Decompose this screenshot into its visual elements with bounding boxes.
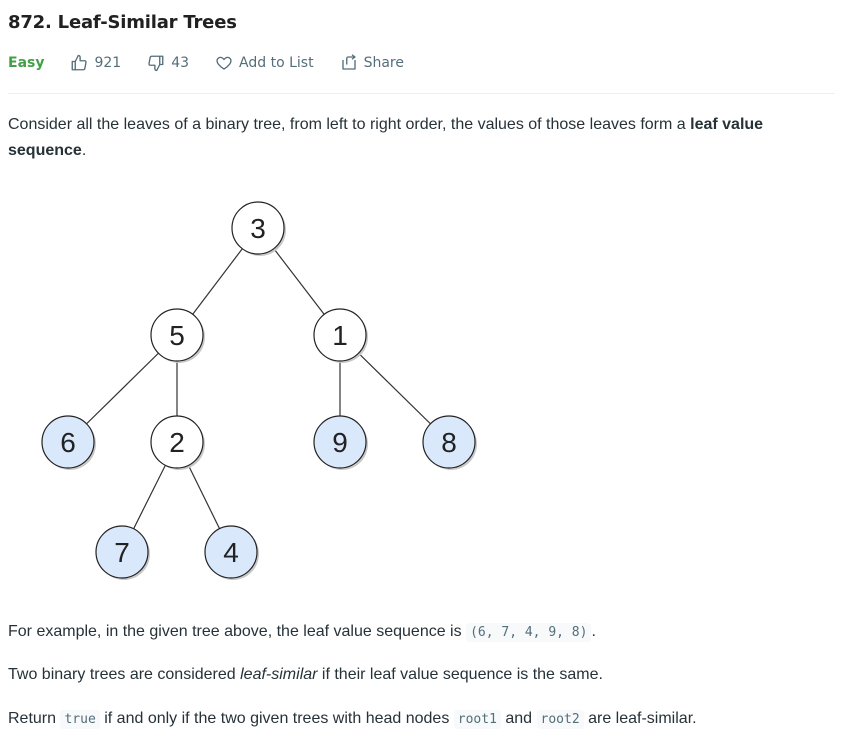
tree-node-label: 8 (441, 427, 457, 458)
return-code-true: true (60, 710, 100, 729)
tree-node-3: 3 (231, 201, 286, 256)
heart-icon (216, 56, 232, 70)
definition-term: leaf-similar (240, 666, 318, 683)
add-to-list-button[interactable]: Add to List (215, 54, 314, 72)
return-text-1: Return (8, 710, 61, 727)
return-code-root2: root2 (536, 710, 584, 729)
tree-node-label: 1 (332, 320, 348, 351)
tree-node-label: 6 (60, 427, 76, 458)
tree-node-circle (313, 308, 367, 362)
tree-node-label: 4 (223, 537, 239, 568)
tree-node-circle (41, 415, 95, 469)
share-button[interactable]: Share (340, 54, 404, 72)
tree-node-label: 7 (114, 537, 130, 568)
dislike-count: 43 (171, 55, 190, 71)
tree-node-7: 7 (95, 525, 150, 580)
problem-title: 872. Leaf-Similar Trees (8, 12, 237, 33)
return-text-4: are leaf-similar. (583, 710, 697, 727)
difficulty-badge: Easy (8, 55, 45, 71)
tree-node-circle (150, 415, 204, 469)
thumbs-down-icon (148, 55, 164, 72)
tree-node-label: 9 (332, 427, 348, 458)
tree-node-label: 3 (250, 213, 266, 244)
definition-paragraph: Two binary trees are considered leaf-sim… (8, 662, 838, 688)
thumbs-up-icon (72, 54, 88, 71)
tree-node-circle (313, 415, 367, 469)
definition-text-2: if their leaf value sequence is the same… (317, 666, 603, 683)
return-paragraph: Return true if and only if the two given… (8, 706, 838, 733)
intro-paragraph: Consider all the leaves of a binary tree… (8, 112, 838, 164)
tree-node-4: 4 (204, 525, 259, 580)
tree-node-circle (204, 525, 258, 579)
tree-node-6: 6 (41, 415, 96, 470)
tree-node-5: 5 (150, 308, 205, 363)
return-text-3: and (500, 710, 537, 727)
example-paragraph: For example, in the given tree above, th… (8, 619, 838, 646)
example-text: For example, in the given tree above, th… (8, 623, 467, 640)
tree-nodes: 3 5 1 6 2 9 8 7 4 (41, 201, 477, 580)
like-button[interactable]: 921 (70, 54, 121, 72)
binary-tree-diagram: 3 5 1 6 2 9 8 7 4 (41, 201, 477, 580)
tree-node-circle (231, 201, 285, 255)
tree-node-2: 2 (150, 415, 205, 470)
add-to-list-label: Add to List (239, 55, 314, 71)
tree-node-circle (150, 308, 204, 362)
example-end: . (591, 623, 596, 640)
share-label: Share (363, 55, 404, 71)
dislike-button[interactable]: 43 (147, 54, 189, 72)
like-count: 921 (94, 55, 122, 71)
tree-node-label: 2 (169, 427, 185, 458)
tree-node-1: 1 (313, 308, 368, 363)
tree-node-circle (422, 415, 476, 469)
return-code-root1: root1 (453, 710, 501, 729)
problem-meta-bar: Easy 921 43 Add to List Share (8, 52, 430, 74)
tree-edges (67, 227, 450, 553)
return-text-2: if and only if the two given trees with … (99, 710, 454, 727)
definition-text-1: Two binary trees are considered (8, 666, 241, 683)
share-icon (341, 54, 356, 70)
intro-end: . (81, 142, 87, 159)
intro-bold-term: leaf value sequence (8, 116, 764, 159)
intro-text: Consider all the leaves of a binary tree… (8, 116, 691, 133)
tree-node-label: 5 (169, 320, 185, 351)
tree-node-9: 9 (313, 415, 368, 470)
header-divider (8, 93, 835, 94)
example-sequence-code: (6, 7, 4, 9, 8) (466, 623, 592, 642)
tree-node-circle (95, 525, 149, 579)
tree-node-8: 8 (422, 415, 477, 470)
